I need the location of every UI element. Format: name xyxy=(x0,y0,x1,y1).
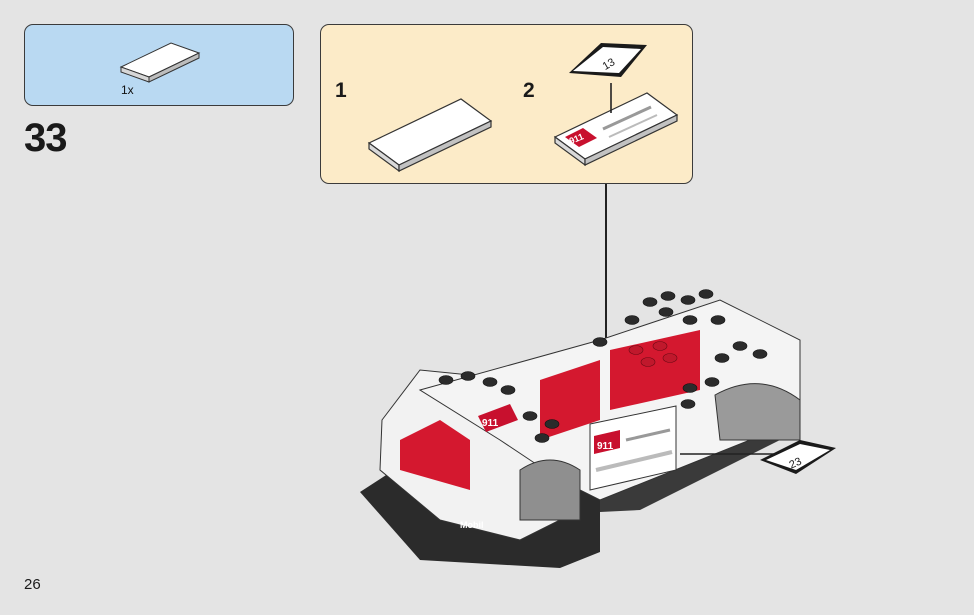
sticker-ref-23: 23 xyxy=(787,456,803,472)
page-number: 26 xyxy=(24,576,41,593)
sub-assembly-box: 1 2 911 13 xyxy=(320,24,693,184)
parts-list-box: 1x xyxy=(24,24,294,106)
substep-2-sticker-tile-icon: 911 13 xyxy=(553,43,679,167)
step-number: 33 xyxy=(24,116,67,160)
parts-count: 1x xyxy=(121,83,134,97)
front-brand-text: Mobil xyxy=(460,520,484,530)
substep-1-label: 1 xyxy=(335,79,347,102)
hood-911-text: 911 xyxy=(482,418,499,429)
sticker-ref-13: 13 xyxy=(601,56,618,73)
door-911-text: 911 xyxy=(597,441,614,452)
substep-1-tile-icon xyxy=(367,98,493,173)
substep-2-label: 2 xyxy=(523,79,535,102)
tile-piece-icon xyxy=(119,42,201,83)
